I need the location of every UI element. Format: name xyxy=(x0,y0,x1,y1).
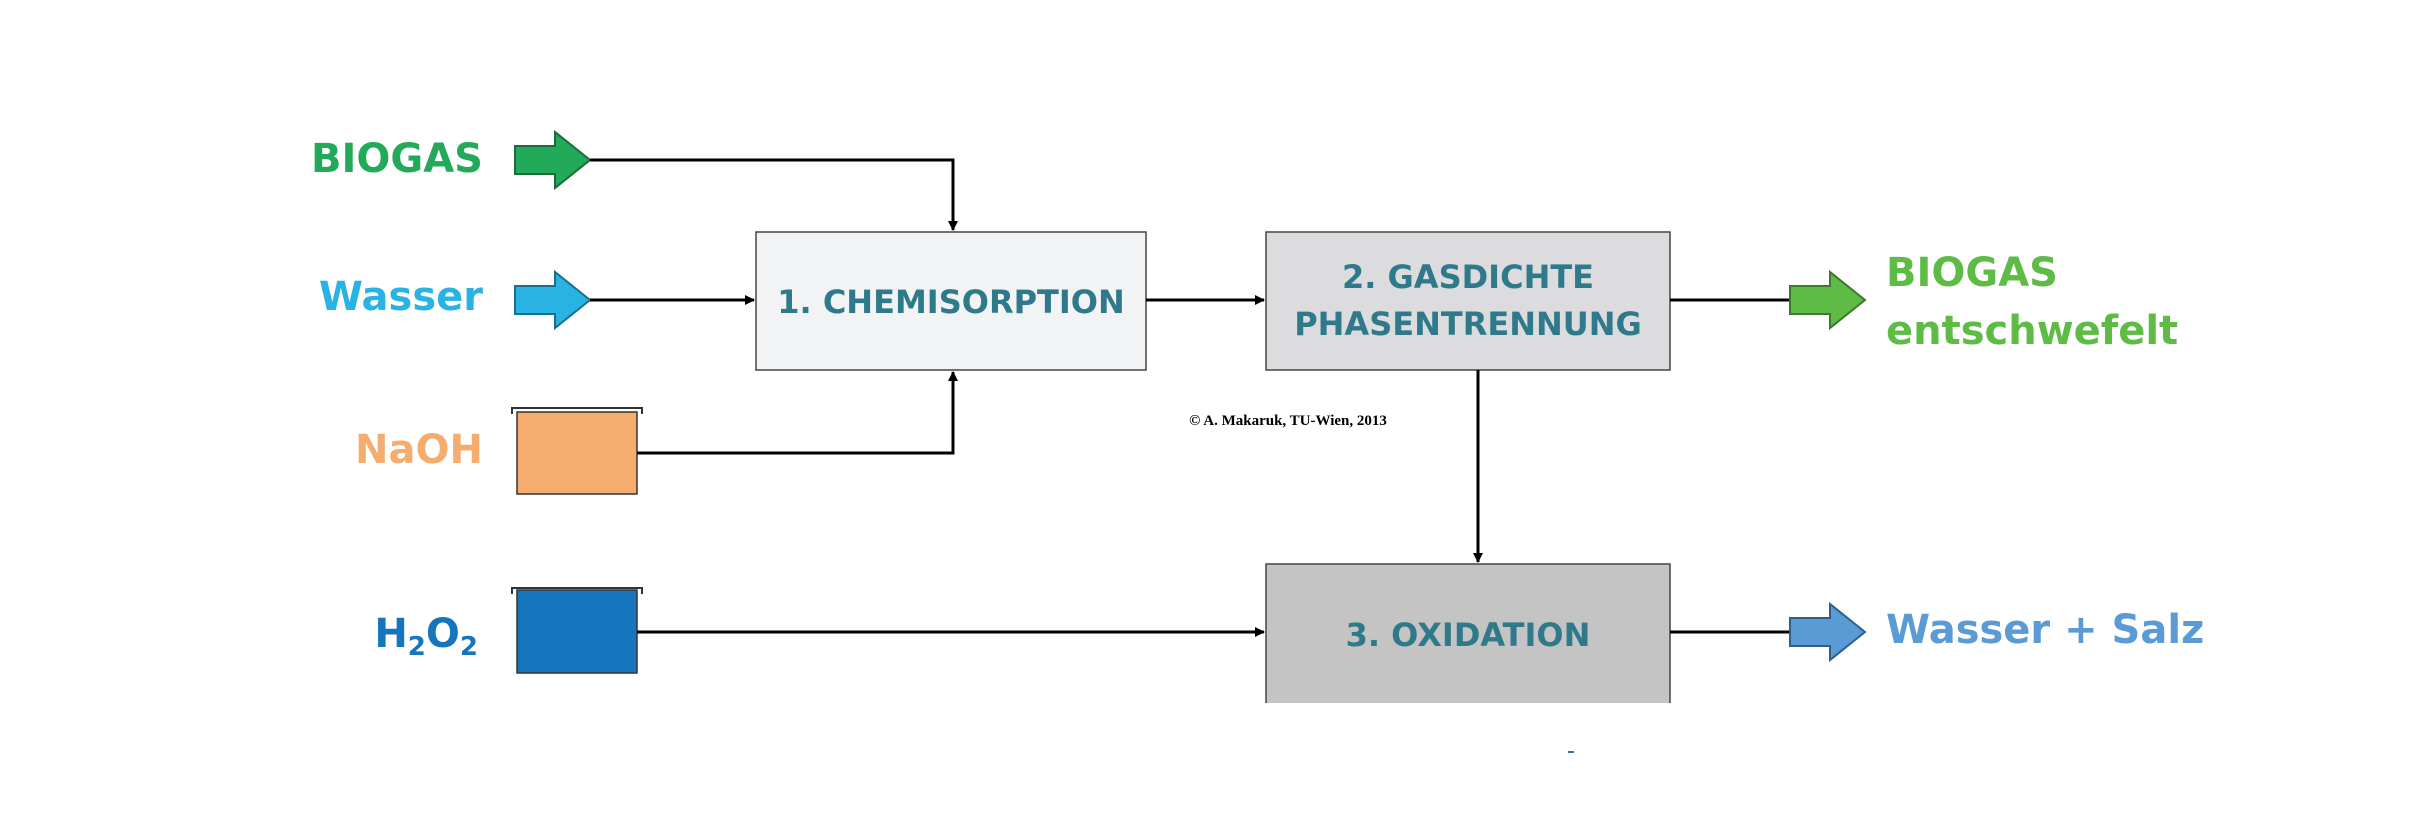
wasser-input-arrow-icon xyxy=(514,269,592,331)
h2o2-subscript-1: 2 xyxy=(408,632,426,662)
chemisorption-label: 1. CHEMISORPTION xyxy=(777,283,1125,321)
connector-naoh-to-chemisorption xyxy=(637,371,958,455)
input-label-naoh: NaOH xyxy=(355,427,483,473)
oxidation-label: 3. OXIDATION xyxy=(1346,616,1591,654)
h2o2-tank-icon xyxy=(511,587,643,674)
copyright-credit: © A. Makaruk, TU-Wien, 2013 xyxy=(1189,413,1387,429)
naoh-tank-icon xyxy=(511,407,643,495)
output-label-biogas-line1: BIOGAS xyxy=(1886,250,2058,296)
h2o2-o: O xyxy=(426,611,460,657)
h2o2-h: H xyxy=(374,611,407,657)
biogas-input-arrow-icon xyxy=(514,129,592,191)
water-output-arrow-icon xyxy=(1789,601,1867,663)
connector-biogas-to-chemisorption xyxy=(590,158,958,231)
process-box-chemisorption: 1. CHEMISORPTION xyxy=(755,231,1147,371)
phase-separation-label-line2: PHASENTRENNUNG xyxy=(1294,305,1642,343)
h2o2-subscript-2: 2 xyxy=(460,632,478,662)
output-label-biogas-line2: entschwefelt xyxy=(1886,308,2178,354)
biogas-output-arrow-icon xyxy=(1789,269,1867,331)
phase-separation-label-line1: 2. GASDICHTE xyxy=(1342,258,1594,296)
input-label-biogas: BIOGAS xyxy=(311,136,483,182)
process-box-phase-separation: 2. GASDICHTE PHASENTRENNUNG xyxy=(1265,231,1671,371)
input-label-h2o2: H2O2 xyxy=(374,611,478,662)
output-label-water-salt: Wasser + Salz xyxy=(1886,607,2204,653)
input-label-wasser: Wasser xyxy=(319,274,483,320)
process-box-oxidation: 3. OXIDATION xyxy=(1265,563,1671,703)
